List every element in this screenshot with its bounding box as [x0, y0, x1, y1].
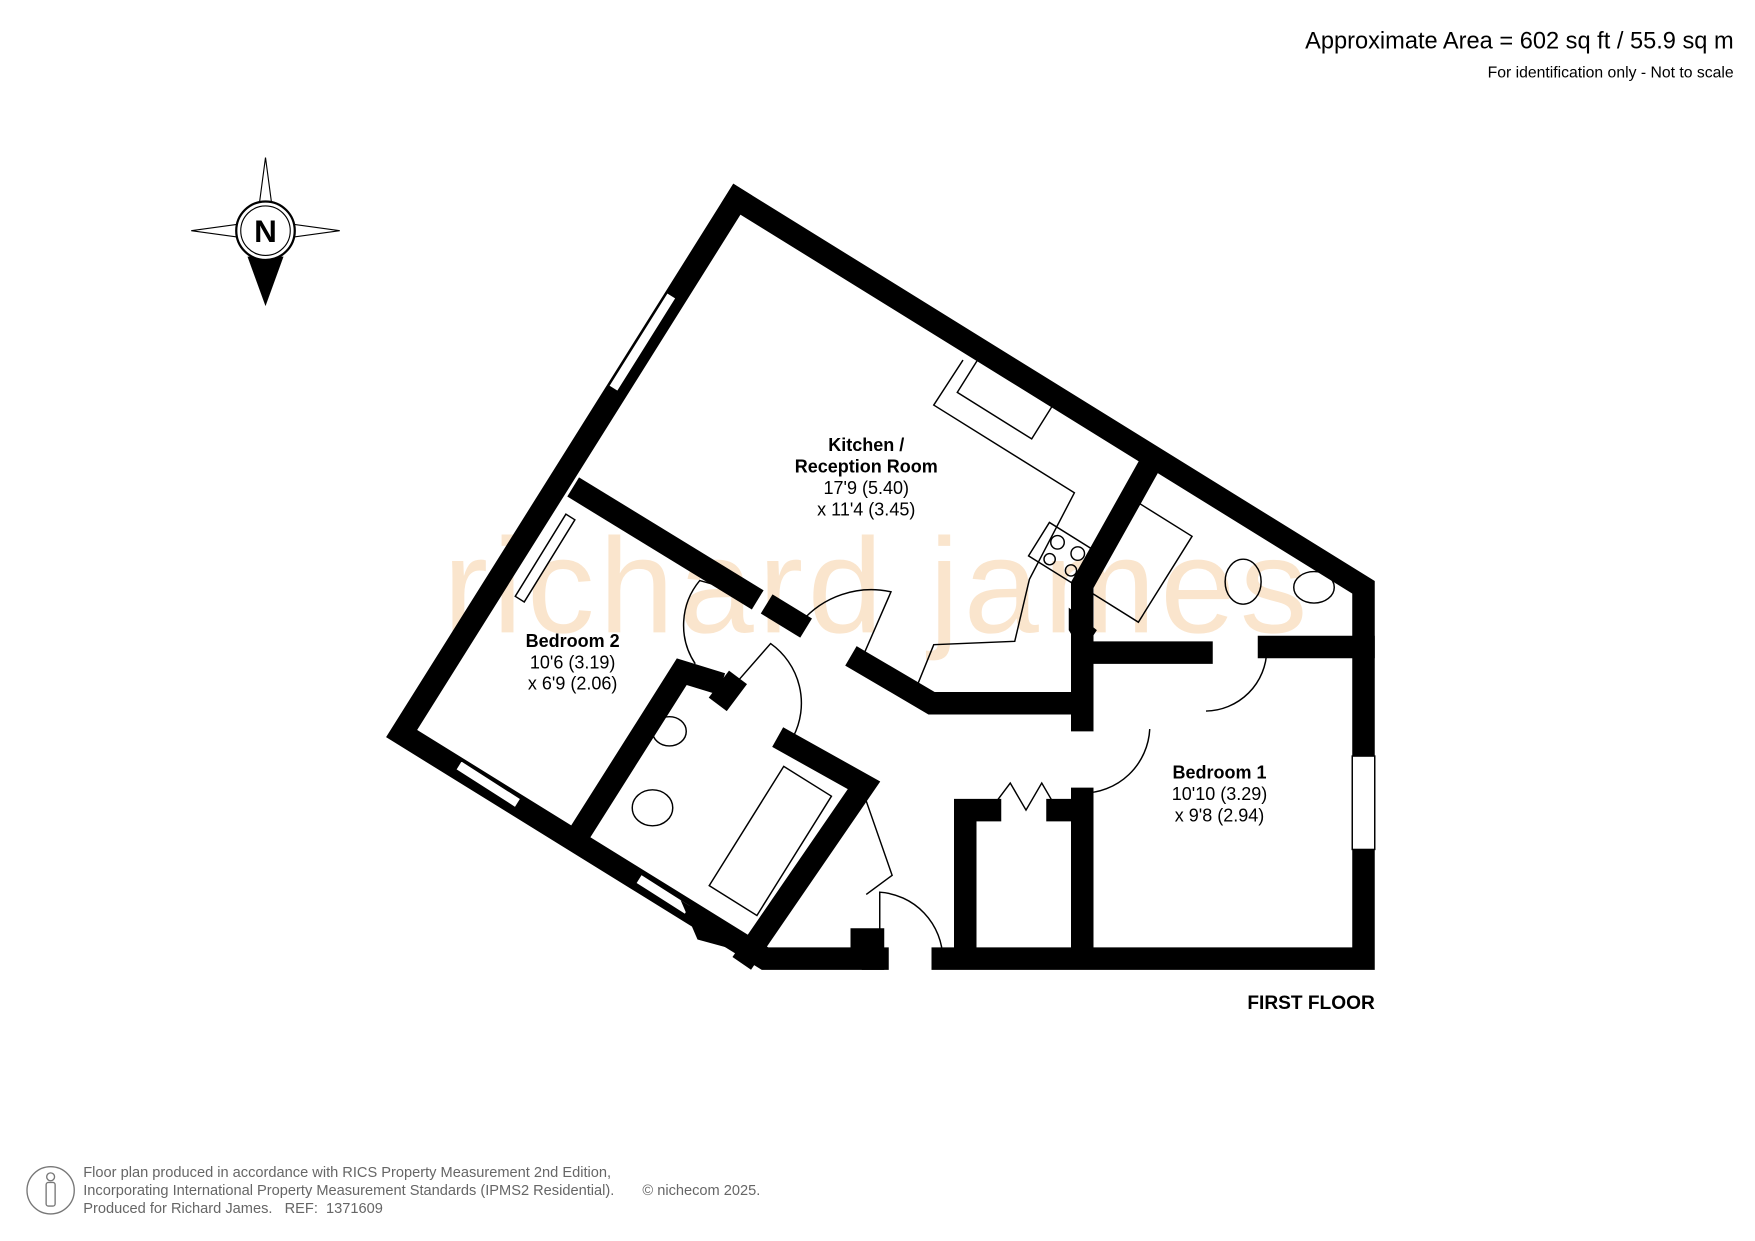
room-name: Bedroom 2: [526, 631, 620, 651]
room-kitchen-reception: Kitchen / Reception Room 17'9 (5.40) x 1…: [795, 435, 938, 519]
room-dimension: x 11'4 (3.45): [817, 499, 915, 519]
room-dimension: 10'10 (3.29): [1172, 784, 1268, 804]
room-dimension: 17'9 (5.40): [824, 478, 910, 498]
outer-walls: [386, 183, 1376, 970]
north-compass-icon: N: [191, 157, 340, 307]
room-dimension: 10'6 (3.19): [530, 652, 616, 672]
footer-copyright: © nichecom 2025.: [642, 1183, 760, 1199]
watermark-logo: richard james: [443, 510, 1312, 661]
room-bedroom-1: Bedroom 1 10'10 (3.29) x 9'8 (2.94): [1172, 763, 1268, 826]
internal-walls: [567, 457, 1375, 970]
compass-north-label: N: [254, 213, 277, 249]
room-bedroom-2: Bedroom 2 10'6 (3.19) x 6'9 (2.06): [526, 631, 620, 694]
footer: Floor plan produced in accordance with R…: [26, 1165, 760, 1217]
person-icon: [26, 1166, 75, 1215]
footer-line-3: Produced for Richard James. REF: 1371609: [83, 1201, 383, 1217]
room-dimension: x 9'8 (2.94): [1175, 805, 1264, 825]
disclaimer: For identification only - Not to scale: [1488, 65, 1734, 82]
floor-label: FIRST FLOOR: [1247, 993, 1375, 1014]
room-name: Kitchen /: [828, 435, 904, 455]
doors-and-fittings: [631, 358, 1335, 959]
room-dimension: x 6'9 (2.06): [528, 674, 617, 694]
footer-line-2: Incorporating International Property Mea…: [83, 1183, 614, 1199]
approximate-area: Approximate Area = 602 sq ft / 55.9 sq m: [1305, 28, 1734, 54]
room-name: Bedroom 1: [1172, 763, 1266, 783]
footer-line-1: Floor plan produced in accordance with R…: [83, 1165, 611, 1181]
room-name: Reception Room: [795, 457, 938, 477]
